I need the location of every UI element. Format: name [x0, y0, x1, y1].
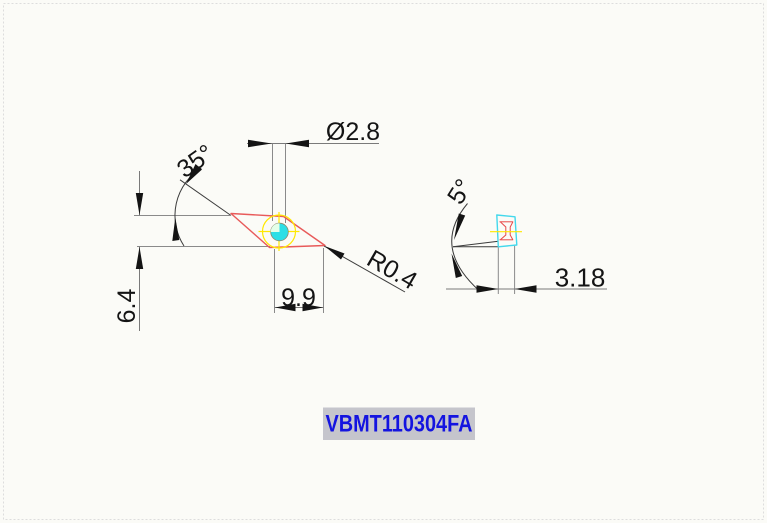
arrowhead: [248, 139, 272, 148]
arrowhead: [454, 213, 466, 240]
arrowhead: [514, 285, 537, 293]
part-number-highlight[interactable]: [323, 407, 475, 441]
arrowhead: [275, 303, 296, 312]
side-view: 5° 3.18: [442, 174, 607, 294]
hole-profile: [499, 221, 514, 241]
thickness-label: 3.18: [555, 263, 606, 293]
arrowhead: [302, 303, 323, 312]
insert-outline-rhombus: [230, 212, 326, 249]
hole-diameter-label: Ø2.8: [326, 118, 380, 146]
cutting-edge-length-label: 9.9: [281, 284, 316, 312]
insert-side-outline: [496, 214, 518, 248]
arrowhead: [324, 246, 345, 260]
clearance-angle-arc: [451, 203, 480, 291]
arrowhead: [135, 193, 144, 215]
part-number-text[interactable]: VBMT110304FA: [326, 411, 473, 438]
height-label: 6.4: [113, 289, 141, 324]
arrowhead: [451, 253, 463, 278]
arrowhead: [135, 247, 144, 269]
hole-disc-quadrant: [270, 223, 280, 232]
nose-angle-ray: [179, 179, 232, 216]
arrowhead: [476, 285, 499, 293]
sheet-border: [3, 3, 764, 520]
part-number-label[interactable]: VBMT110304FA: [323, 407, 475, 441]
arrowhead: [285, 139, 309, 148]
arrowhead: [172, 217, 180, 241]
arrowhead: [186, 164, 202, 184]
clearance-angle-ray-sloped: [452, 240, 499, 248]
